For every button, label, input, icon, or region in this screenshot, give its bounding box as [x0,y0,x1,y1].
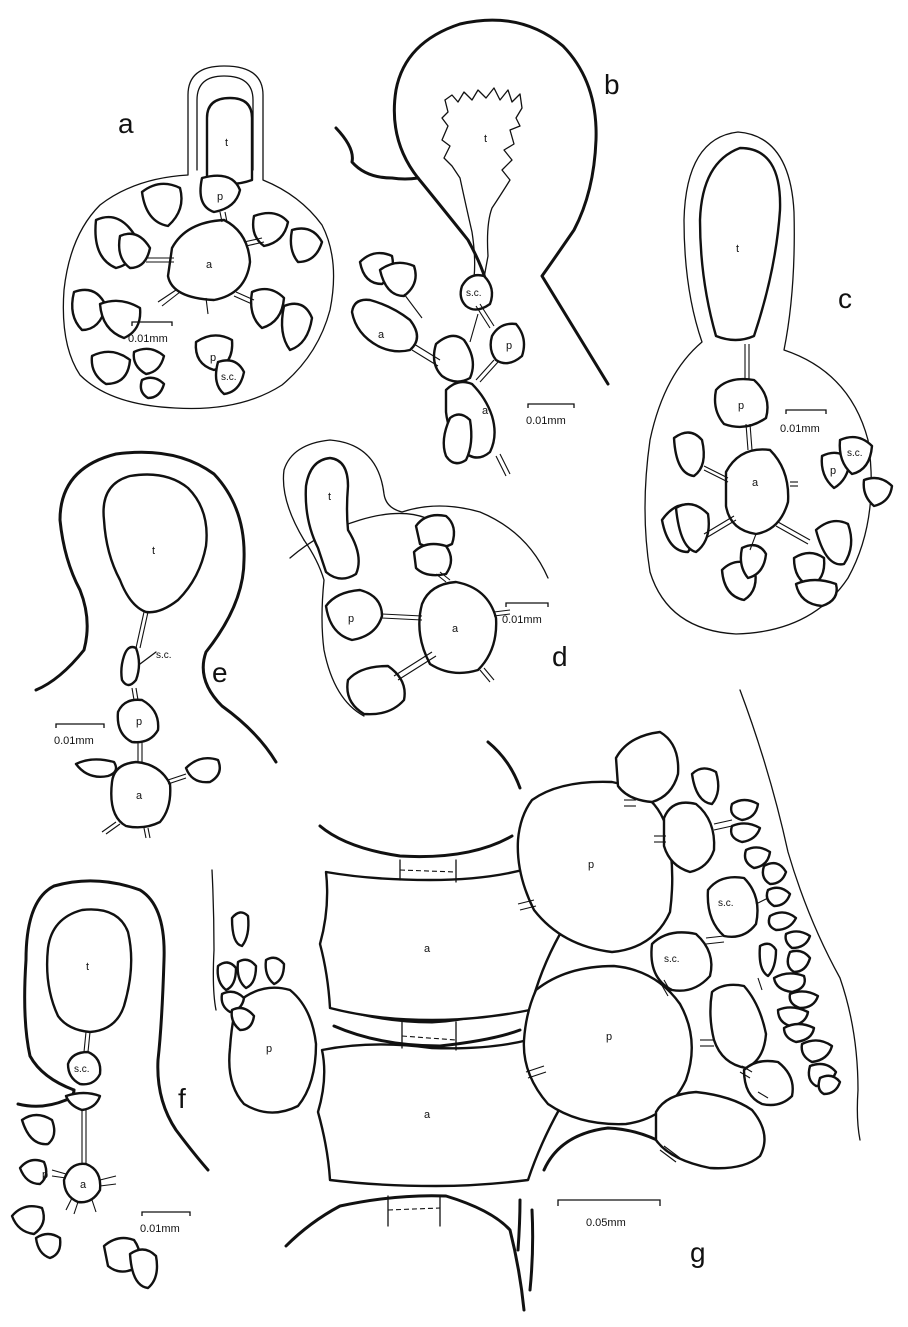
panel-label-g: g [690,1237,706,1268]
cell-label-p: p [217,191,223,203]
scale-label: 0.01mm [502,614,542,626]
cell-label-sc: s.c. [221,372,237,383]
scale-label: 0.01mm [54,735,94,747]
cell-label-a: a [424,943,431,955]
panel-label-a: a [118,108,134,139]
scale-label: 0.01mm [780,423,820,435]
panel-g: g a a p p p s.c. s.c. 0.05mm [212,690,860,1310]
panel-d: d t p a 0.01mm [283,440,567,716]
cell-label-p: p [266,1043,272,1055]
cell-label-sc: s.c. [664,954,680,965]
scale-bar [142,1212,190,1216]
cell-label-t: t [328,491,331,503]
cell-label-p: p [42,1169,48,1181]
panel-c: c t p a p s.c. 0.01mm [645,132,892,634]
scale-label: 0.01mm [128,333,168,345]
cell-label-sc: s.c. [466,288,482,299]
scale-bar [56,724,104,728]
cell-label-t: t [86,961,89,973]
cell-label-a: a [80,1179,87,1191]
cell-label-a: a [378,329,385,341]
panel-f: f t s.c. p a 0.01mm [12,881,208,1288]
cell-label-sc: s.c. [847,448,863,459]
panel-label-c: c [838,283,852,314]
cell-label-p: p [606,1031,612,1043]
cell-label-sc: s.c. [74,1064,90,1075]
scale-label: 0.05mm [586,1217,626,1229]
panel-label-e: e [212,657,228,688]
cell-label-p: p [506,340,512,352]
cell-label-p: p [348,613,354,625]
cell-label-a: a [424,1109,431,1121]
cell-label-a: a [752,477,759,489]
cell-label-t: t [225,137,228,149]
cell-label-p: p [830,465,836,477]
cell-label-sc: s.c. [718,898,734,909]
panel-e: e t s.c. p a 0.01mm [36,452,276,838]
cell-label-a: a [452,623,459,635]
scale-bar [528,404,574,408]
cell-label-a: a [136,790,143,802]
panel-label-f: f [178,1083,186,1114]
cell-label-p: p [210,352,216,364]
cell-label-p: p [588,859,594,871]
cell-label-p: p [136,716,142,728]
scale-bar [506,603,548,607]
scale-label: 0.01mm [526,415,566,427]
cell-label-t: t [152,545,155,557]
panel-a: a t p a p s.c. 0.01mm [63,66,333,409]
scale-bar [786,410,826,414]
panel-label-b: b [604,69,620,100]
cell-label-p: p [738,400,744,412]
panel-label-d: d [552,641,568,672]
cell-label-t: t [736,243,739,255]
panel-b: b t s.c. p a a 0.01mm [336,20,620,476]
scale-bar [558,1200,660,1206]
cell-label-a: a [482,405,489,417]
scale-label: 0.01mm [140,1223,180,1235]
cell-label-a: a [206,259,213,271]
cell-label-sc: s.c. [156,650,172,661]
cell-label-t: t [484,133,487,145]
